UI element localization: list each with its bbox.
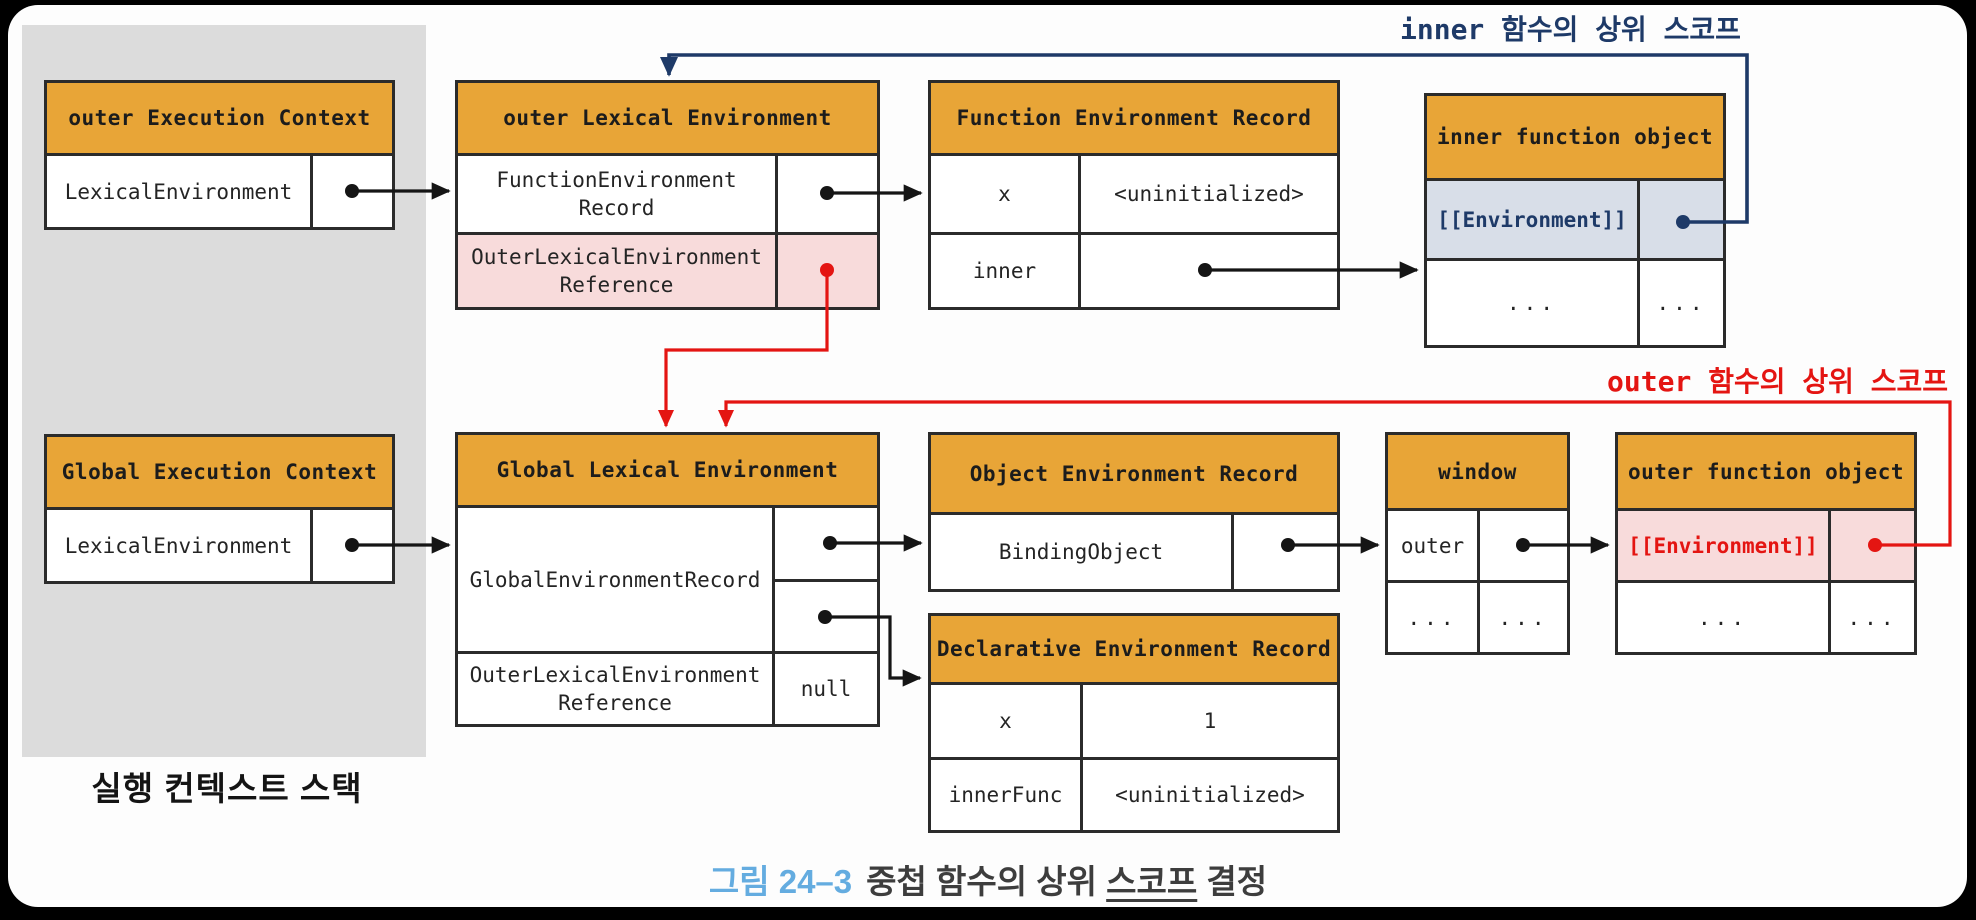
box-title-inner-function-object: inner function object xyxy=(1427,96,1723,178)
cell-lexical-environment: LexicalEnvironment xyxy=(64,179,293,204)
cell-null-value: null xyxy=(772,654,877,724)
figure-caption-text-underlined: 스코프 xyxy=(1106,863,1198,900)
box-outer-lexical-environment: outer Lexical Environment FunctionEnviro… xyxy=(455,80,880,310)
label-outer-upper-scope: outer 함수의 상위 스코프 xyxy=(1607,365,1948,398)
pointer-cell xyxy=(1078,235,1337,307)
box-function-environment-record: Function Environment Record x <uninitial… xyxy=(928,80,1340,310)
box-inner-function-object: inner function object [[Environment]] ..… xyxy=(1424,93,1726,348)
pointer-cell-object-record xyxy=(775,508,877,579)
cell-function-environment-record: FunctionEnvironment Record xyxy=(496,167,737,220)
box-window: window outer ... ... xyxy=(1385,432,1570,655)
cell-outer-lexical-environment-reference: OuterLexicalEnvironment Reference xyxy=(469,662,761,715)
cell-ellipsis: ... xyxy=(1507,291,1557,315)
box-object-environment-record: Object Environment Record BindingObject xyxy=(928,432,1340,592)
pointer-column xyxy=(772,508,877,651)
box-title-outer-lexical-environment: outer Lexical Environment xyxy=(458,83,877,153)
label-execution-context-stack: 실행 컨텍스트 스택 xyxy=(91,770,363,807)
cell-ellipsis: ... xyxy=(1828,583,1914,652)
pointer-cell-declarative-record xyxy=(775,579,877,651)
box-global-lexical-environment: Global Lexical Environment GlobalEnviron… xyxy=(455,432,880,727)
box-title-object-environment-record: Object Environment Record xyxy=(931,435,1337,512)
cell-environment-slot-outer: [[Environment]] xyxy=(1618,511,1828,580)
pointer-cell xyxy=(310,510,392,581)
box-outer-execution-context: outer Execution Context LexicalEnvironme… xyxy=(44,80,395,230)
cell-ellipsis: ... xyxy=(1637,261,1723,345)
cell-outer: outer xyxy=(1400,533,1465,558)
figure-caption-text-before: 중첩 함수의 상위 xyxy=(866,863,1107,900)
box-title-global-execution-context: Global Execution Context xyxy=(47,437,392,507)
box-title-global-lexical-environment: Global Lexical Environment xyxy=(458,435,877,505)
box-global-execution-context: Global Execution Context LexicalEnvironm… xyxy=(44,434,395,584)
cell-lexical-environment: LexicalEnvironment xyxy=(64,533,293,558)
cell-global-environment-record: GlobalEnvironmentRecord xyxy=(469,567,761,592)
cell-inner-func: innerFunc xyxy=(948,783,1063,807)
label-inner-upper-scope: inner 함수의 상위 스코프 xyxy=(1400,13,1741,46)
pointer-cell xyxy=(1477,511,1567,580)
cell-ellipsis: ... xyxy=(1698,605,1748,630)
cell-x: x xyxy=(998,182,1011,206)
cell-x: x xyxy=(999,709,1012,733)
box-declarative-environment-record: Declarative Environment Record x 1 inner… xyxy=(928,613,1340,833)
cell-ellipsis: ... xyxy=(1477,583,1567,652)
box-title-window: window xyxy=(1388,435,1567,508)
pointer-cell-pink xyxy=(775,235,877,307)
cell-binding-object: BindingObject xyxy=(998,540,1164,564)
figure-caption-number: 그림 24–3 xyxy=(708,863,853,900)
figure-caption: 그림 24–3 중첩 함수의 상위 스코프 결정 xyxy=(0,855,1976,903)
figure-caption-text-after: 결정 xyxy=(1197,863,1268,900)
pointer-cell-pink xyxy=(1828,511,1914,580)
cell-inner: inner xyxy=(972,259,1037,283)
box-outer-function-object: outer function object [[Environment]] ..… xyxy=(1615,432,1917,655)
cell-environment-slot-inner: [[Environment]] xyxy=(1427,181,1637,258)
pointer-cell-blue xyxy=(1637,181,1723,258)
pointer-cell xyxy=(775,156,877,232)
cell-x-value: 1 xyxy=(1080,685,1337,757)
box-title-declarative-environment-record: Declarative Environment Record xyxy=(931,616,1337,682)
cell-inner-func-value: <uninitialized> xyxy=(1080,760,1337,830)
box-title-function-environment-record: Function Environment Record xyxy=(931,83,1337,153)
cell-outer-lexical-environment-reference: OuterLexicalEnvironment Reference xyxy=(458,235,775,307)
box-title-outer-execution-context: outer Execution Context xyxy=(47,83,392,153)
cell-x-value: <uninitialized> xyxy=(1078,156,1337,232)
pointer-cell xyxy=(1231,515,1337,589)
box-title-outer-function-object: outer function object xyxy=(1618,435,1914,508)
cell-ellipsis: ... xyxy=(1407,605,1458,630)
pointer-cell xyxy=(310,156,392,227)
